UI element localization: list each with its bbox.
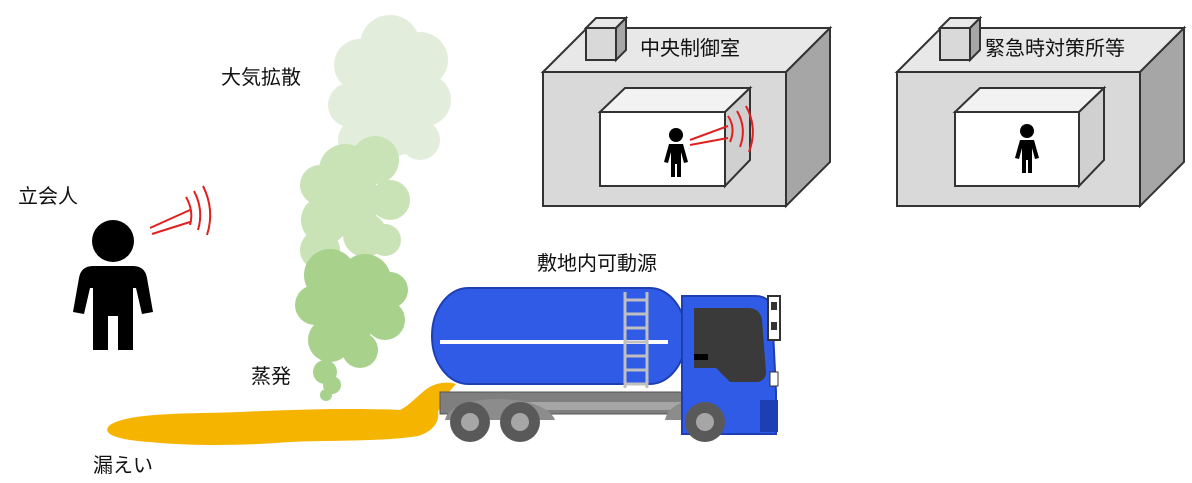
witness-person-icon: [73, 220, 153, 350]
central-control-room-building: [540, 15, 833, 209]
label-evaporation: 蒸発: [251, 364, 291, 388]
tanker-truck: [431, 287, 781, 442]
emergency-center-staff-icon: [1015, 124, 1039, 173]
label-witness: 立会人: [18, 184, 78, 208]
label-emergency-response-center: 緊急時対策所等: [985, 36, 1125, 60]
emergency-response-center-building: [894, 15, 1187, 209]
label-atmospheric-diffusion: 大気拡散: [221, 65, 301, 89]
label-onsite-mobile-source: 敷地内可動源: [537, 251, 657, 275]
control-room-signal-icon: [689, 105, 754, 153]
label-leak: 漏えい: [93, 453, 153, 477]
label-central-control-room: 中央制御室: [640, 36, 740, 60]
control-room-operator-icon: [664, 128, 688, 177]
witness-signal-icon: [149, 185, 212, 236]
gas-plume: [295, 15, 451, 401]
spill-puddle: [107, 382, 456, 445]
